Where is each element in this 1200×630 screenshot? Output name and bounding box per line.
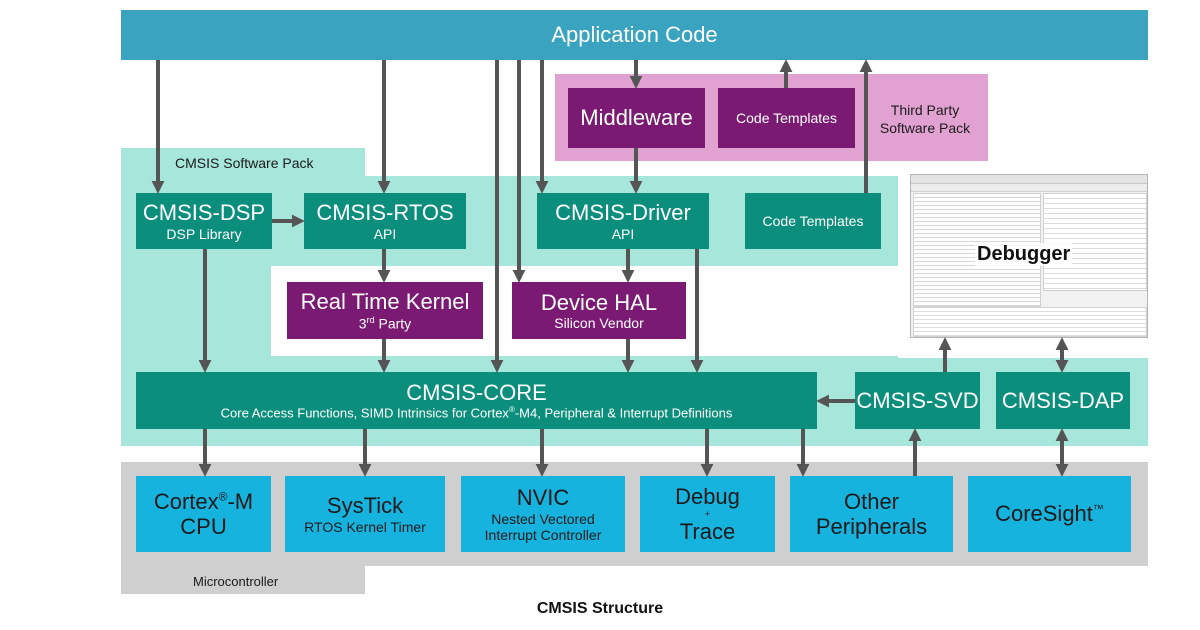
nvic-block: NVIC Nested Vectored Interrupt Controlle…	[461, 476, 625, 552]
cmsis-svd-label: CMSIS-SVD	[856, 387, 979, 413]
debug-trace-block: Debug + Trace	[640, 476, 775, 552]
cmsis-dap-block: CMSIS-DAP	[996, 372, 1130, 429]
microcontroller-label: Microcontroller	[193, 574, 279, 589]
other-line1: Other	[843, 488, 900, 514]
cmsis-software-pack-label-tab	[121, 148, 365, 178]
real-time-kernel-block: Real Time Kernel 3rd Party	[287, 282, 483, 339]
cmsis-driver-title: CMSIS-Driver	[555, 200, 691, 226]
cortex-m-line1b: -M	[227, 488, 254, 514]
real-time-kernel-sub-num: 3	[358, 315, 367, 332]
cortex-m-line1: Cortex®-M	[154, 489, 253, 514]
nvic-sub1: Nested Vectored	[491, 510, 595, 527]
code-templates-third-party-label: Code Templates	[736, 109, 837, 126]
cmsis-rtos-sub: API	[373, 225, 397, 242]
cortex-m-cpu-block: Cortex®-M CPU	[136, 476, 271, 552]
code-templates-third-party-block: Code Templates	[718, 88, 855, 148]
systick-sub: RTOS Kernel Timer	[304, 518, 426, 535]
code-templates-pack-block: Code Templates	[745, 193, 881, 249]
cmsis-rtos-block: CMSIS-RTOS API	[304, 193, 466, 249]
cortex-m-line2: CPU	[180, 514, 227, 539]
cmsis-svd-block: CMSIS-SVD	[855, 372, 980, 429]
coresight-label: CoreSight™	[995, 501, 1104, 526]
systick-title: SysTick	[326, 493, 404, 519]
third-party-label-line1: Third Party	[890, 102, 960, 118]
real-time-kernel-sub: 3rd Party	[359, 315, 411, 332]
real-time-kernel-sub-rest: Party	[374, 315, 412, 332]
cortex-m-reg: ®	[218, 489, 228, 504]
code-templates-pack-label: Code Templates	[762, 212, 864, 229]
third-party-label-line2: Software Pack	[879, 120, 971, 137]
diagram-caption: CMSIS Structure	[536, 600, 664, 617]
microcontroller-label-tab	[121, 566, 365, 594]
cortex-m-line1a: Cortex	[153, 488, 219, 514]
cmsis-core-sub-a: Core Access Functions, SIMD Intrinsics f…	[220, 405, 509, 421]
debugger-code-pane	[1043, 193, 1147, 291]
cmsis-software-pack-label: CMSIS Software Pack	[175, 155, 314, 171]
application-code-bar: Application Code	[121, 10, 1148, 60]
debug-plus: +	[704, 508, 711, 519]
coresight-name: CoreSight	[995, 501, 1093, 527]
cmsis-dap-label: CMSIS-DAP	[1001, 387, 1125, 413]
debugger-label: Debugger	[975, 243, 1073, 266]
nvic-title: NVIC	[516, 485, 570, 511]
cmsis-rtos-title: CMSIS-RTOS	[316, 200, 454, 226]
coresight-block: CoreSight™	[968, 476, 1131, 552]
debug-line1: Debug	[675, 484, 740, 510]
debugger-toolbar	[911, 184, 1147, 192]
coresight-tm: ™	[1092, 504, 1104, 517]
other-line2: Peripherals	[815, 514, 928, 539]
application-code-label: Application Code	[551, 22, 718, 48]
cmsis-core-sub-reg: ®	[508, 405, 515, 415]
third-party-label: Third Party Software Pack	[870, 101, 980, 137]
debugger-menubar	[911, 175, 1147, 184]
systick-block: SysTick RTOS Kernel Timer	[285, 476, 445, 552]
device-hal-sub: Silicon Vendor	[554, 315, 644, 332]
middleware-label: Middleware	[580, 105, 693, 131]
debugger-screenshot: Debugger	[910, 174, 1148, 338]
cmsis-core-block: CMSIS-CORE Core Access Functions, SIMD I…	[136, 372, 817, 429]
device-hal-block: Device HAL Silicon Vendor	[512, 282, 686, 339]
middleware-block: Middleware	[568, 88, 705, 148]
real-time-kernel-sub-sup: rd	[366, 314, 375, 325]
cmsis-driver-block: CMSIS-Driver API	[537, 193, 709, 249]
cmsis-dsp-block: CMSIS-DSP DSP Library	[136, 193, 272, 249]
cmsis-core-sub-b: -M4, Peripheral & Interrupt Definitions	[514, 405, 733, 421]
nvic-sub2: Interrupt Controller	[484, 526, 602, 543]
device-hal-title: Device HAL	[540, 289, 658, 315]
debugger-bottom-pane	[913, 307, 1147, 337]
debug-line2: Trace	[679, 518, 736, 544]
cmsis-driver-sub: API	[611, 225, 635, 242]
cmsis-dsp-sub: DSP Library	[166, 225, 242, 242]
real-time-kernel-title: Real Time Kernel	[300, 289, 470, 315]
other-peripherals-block: Other Peripherals	[790, 476, 953, 552]
cmsis-core-title: CMSIS-CORE	[406, 379, 547, 405]
cmsis-core-sub: Core Access Functions, SIMD Intrinsics f…	[221, 405, 733, 421]
cmsis-dsp-title: CMSIS-DSP	[142, 200, 266, 226]
